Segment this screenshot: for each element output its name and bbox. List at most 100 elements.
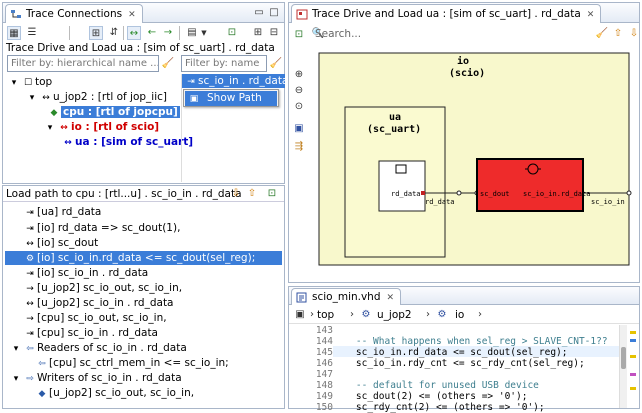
line-number: 147 [315,369,333,380]
tree-item-label: ua : [sim of sc_uart] [75,136,194,148]
hierarchy-mode-icon[interactable]: ▦ [7,26,21,40]
expand-all-icon[interactable]: ⊞ [253,27,263,38]
name-filter-input[interactable]: Filter by: name [181,55,267,72]
zoom-in-icon[interactable]: ⊕ [294,69,304,80]
trace-subtitle: Trace Drive and Load ua : [sim of sc_uar… [6,42,275,54]
list-item[interactable]: ↔[u_jop2] sc_io_in . rd_data [23,296,173,310]
breadcrumb-item-io[interactable]: io [455,309,465,321]
collapse-icon[interactable]: ▾ [47,123,53,133]
ruler-mark [630,339,636,342]
collapse-icon[interactable]: ▾ [13,344,19,354]
load-icon[interactable]: → [163,27,173,38]
maximize-icon[interactable]: □ [269,7,279,18]
sc-io-in-red-block [476,158,584,212]
zoom-fit-icon[interactable]: ⊙ [294,101,304,112]
collapse-icon[interactable]: ▾ [13,374,19,384]
list-item[interactable]: ⇥[io] sc_io_in . rd_data [23,266,148,280]
diagram-view: Trace Drive and Load ua : [sim of sc_uar… [288,2,640,283]
line-number: 146 [315,358,333,369]
breadcrumb-item-u-jop2[interactable]: u_jop2 [377,309,412,321]
list-item[interactable]: →[cpu] sc_io_out, sc_io_in, [23,311,167,325]
port-icon: ⇥ [26,224,34,234]
export-icon[interactable]: ⊡ [294,29,304,40]
tree-view-icon[interactable]: ⊞ [89,26,103,40]
tab-scio-min[interactable]: scio_min.vhd✕ [291,288,402,305]
list-item[interactable]: ⇥[cpu] sc_io_in . rd_data [23,326,158,340]
list-item-label: [io] rd_data => sc_dout(1), [37,222,181,234]
list-item-label: Writers of sc_io_in . rd_data [37,372,182,384]
tree-item-io[interactable]: ▾↔io : [rtl of scio] [43,120,159,134]
export-icon[interactable]: ⊡ [227,27,237,38]
show-path-label: Show Path [207,92,262,104]
ruler-mark [630,387,636,390]
ruler-mark [630,355,636,358]
close-icon[interactable]: ✕ [586,10,595,20]
minimize-icon[interactable]: ▭ [254,7,264,18]
list-item[interactable]: ⚙[io] sc_io_in.rd_data <= sc_dout(sel_re… [5,251,282,265]
rd-data-port-label: rd_data [391,190,421,198]
drive-icon[interactable]: ← [147,27,157,38]
show-path-menu-item[interactable]: ▣ Show Path [185,91,277,106]
list-item[interactable]: ⇦[cpu] sc_ctrl_mem_in <= sc_io_in; [35,356,228,370]
tree-item-cpu[interactable]: ◆cpu : [rtl of jopcpu] [47,105,180,119]
outline-icon[interactable]: ▣ [295,309,305,320]
writers-icon: ⇨ [26,374,34,384]
export-icon[interactable]: ⊡ [267,188,277,199]
writers-group[interactable]: ▾ ⇨Writers of sc_io_in . rd_data [9,371,182,385]
trace-tabbar: Trace Connections✕ ▭ □ [3,3,284,23]
scrollbar[interactable] [619,325,627,408]
arrow-down-icon[interactable]: ⇩ [629,28,639,39]
list-item[interactable]: ◆[u_jop2] sc_io_out, sc_io_in, [35,386,195,400]
diagram-icon [296,9,308,20]
breadcrumb-item-top[interactable]: top [317,309,335,321]
arrow-up-icon[interactable]: ⇧ [247,188,257,199]
chevron-right-icon: › [478,309,482,320]
filter-menu-icon[interactable]: ▤ [187,27,197,38]
drive-load-icon[interactable]: ↔ [127,26,141,40]
sc-io-in-out-label: sc_io_in [591,198,625,206]
layout-icon[interactable]: ⇶ [294,141,304,152]
tree-mode-icon[interactable]: ☰ [27,27,37,38]
list-item[interactable]: ↔[io] sc_dout [23,236,98,250]
link-icon[interactable]: ⇵ [109,27,119,38]
close-icon[interactable]: ✕ [386,293,395,303]
arrow-up-icon[interactable]: ⇧ [613,28,623,39]
collapse-icon[interactable]: ▾ [11,78,17,88]
tree-item-top[interactable]: ▾☐top [7,75,52,89]
clear-name-filter-icon[interactable]: 🧹 [269,58,283,69]
hierarchical-filter-input[interactable]: Filter by: hierarchical name ... [7,55,159,72]
writer-icon: ◆ [38,389,46,399]
readers-group[interactable]: ▾⇦Readers of sc_io_in . rd_data [9,341,187,355]
vhdl-file-icon [296,292,307,303]
collapse-all-icon[interactable]: ⊟ [269,27,279,38]
ua-subtitle: (sc_uart) [367,124,422,135]
ruler-mark [630,331,636,334]
clear-filter-icon[interactable]: 🧹 [161,58,175,69]
list-item[interactable]: ⇥[ua] rd_data [23,205,101,219]
diagram-canvas[interactable]: io (scio) ua (sc_uart) rd_data rd_data s… [311,45,637,281]
save-icon[interactable]: ▣ [294,123,304,134]
arrow-down-icon[interactable]: ⇩ [231,188,241,199]
zoom-out-icon[interactable]: ⊖ [294,85,304,96]
chevron-right-icon: › [350,309,354,320]
line-number: 145 [315,347,333,358]
tab-trace-connections[interactable]: Trace Connections✕ [5,4,143,23]
name-list-item[interactable]: ⇥sc_io_in . rd_data [182,74,288,88]
close-icon[interactable]: ✕ [128,10,136,20]
list-item-label: [cpu] sc_io_out, sc_io_in, [37,312,167,324]
list-item[interactable]: ⇥[io] rd_data => sc_dout(1), [23,221,180,235]
schematic [318,52,632,266]
collapse-icon[interactable]: ▾ [29,93,35,103]
list-item[interactable]: →[u_jop2] sc_io_out, sc_io_in, [23,281,182,295]
tab-trace-drive-load[interactable]: Trace Drive and Load ua : [sim of sc_uar… [291,4,602,23]
clear-search-icon[interactable]: 🧹 [595,28,609,39]
diagram-search-input[interactable]: Search... [315,28,362,40]
tree-item-ua[interactable]: ↔ua : [sim of sc_uart] [61,135,193,149]
tree-item-u-jop2[interactable]: ▾↔u_jop2 : [rtl of jop_iic] [25,90,167,104]
show-path-icon: ▣ [189,94,199,104]
chevron-down-icon[interactable]: ▼ [201,29,207,37]
code-area[interactable]: 143 144 145 146 147 148 149 150 -- What … [289,325,639,413]
chevron-right-icon: › [310,309,314,320]
scrollbar-thumb[interactable] [621,347,626,369]
signal-icon: ↔ [26,299,34,309]
